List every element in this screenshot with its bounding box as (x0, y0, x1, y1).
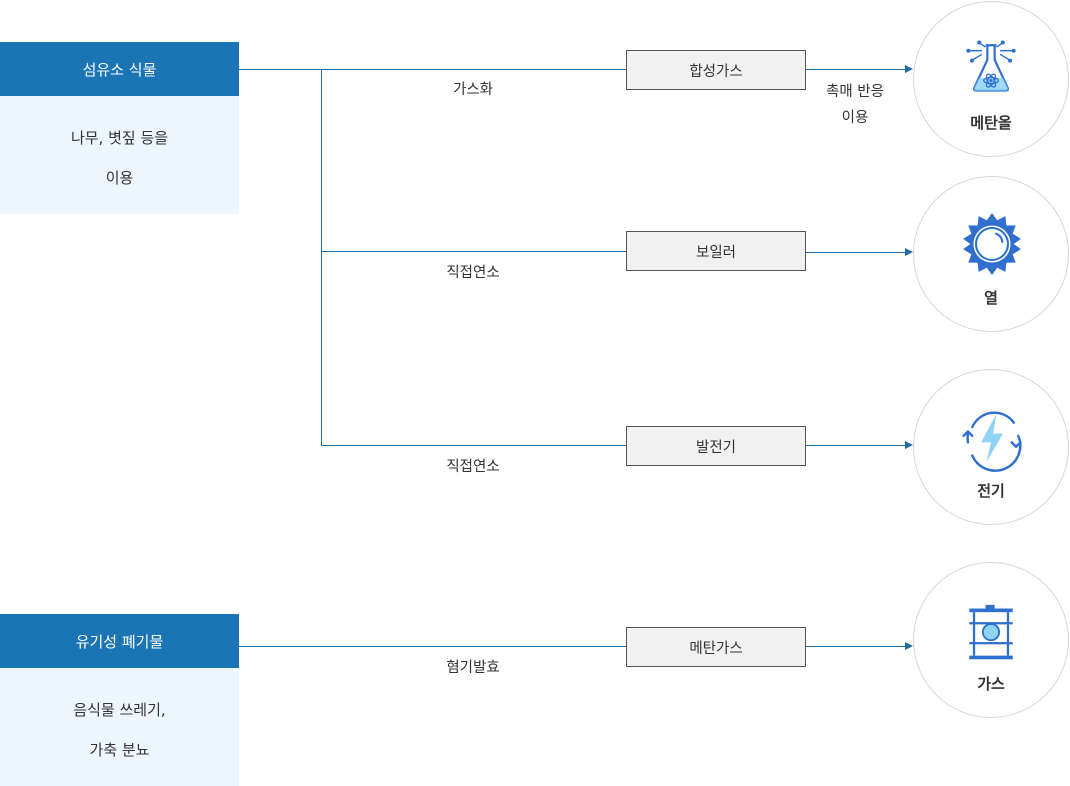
edge-label-direct-combustion: 직접연소 (446, 459, 500, 475)
source-description-line: 이용 (105, 169, 134, 187)
arrow-line-to-gas (806, 646, 906, 647)
connector-line-boiler (321, 251, 627, 252)
source-header-cellulose-plants: 섬유소 식물 (0, 42, 239, 96)
gas-barrel-icon (969, 604, 1013, 660)
lightning-cycle-icon (962, 411, 1022, 472)
product-circle-electricity: 전기 (913, 369, 1069, 525)
process-box-methane-gas: 메탄가스 (626, 627, 806, 667)
source-title: 유기성 폐기물 (75, 632, 164, 651)
arrow-head-icon (905, 441, 913, 449)
source-header-organic-waste: 유기성 폐기물 (0, 614, 239, 668)
product-label: 메탄올 (970, 114, 1012, 132)
source-description-line: 나무, 볏짚 등을 (70, 129, 169, 147)
arrow-head-icon (905, 65, 913, 73)
process-label: 합성가스 (689, 63, 743, 80)
edge-label-anaerobic-fermentation: 혐기발효 (446, 660, 500, 676)
process-box-boiler: 보일러 (626, 231, 806, 271)
product-circle-gas: 가스 (913, 562, 1069, 718)
connector-line-vertical-branch (321, 69, 322, 446)
sun-heat-icon (963, 213, 1021, 275)
process-label: 메탄가스 (689, 640, 743, 657)
arrow-line-to-methanol (806, 69, 906, 70)
source-description-organic-waste: 음식물 쓰레기, 가축 분뇨 (0, 668, 239, 786)
arrow-head-icon (905, 248, 913, 256)
product-label: 열 (984, 289, 998, 307)
connector-line-anaerobic (239, 646, 627, 647)
edge-label-direct-combustion: 직접연소 (446, 265, 500, 281)
source-description-cellulose-plants: 나무, 볏짚 등을 이용 (0, 96, 239, 214)
process-label: 보일러 (695, 244, 737, 261)
source-description-line: 음식물 쓰레기, (73, 701, 166, 719)
product-circle-methanol: 메탄올 (913, 1, 1069, 157)
arrow-line-to-heat (806, 252, 906, 253)
product-label: 전기 (977, 482, 1005, 500)
flask-atom-icon (966, 40, 1016, 92)
connector-line-gasification (239, 69, 627, 70)
product-label: 가스 (977, 675, 1005, 693)
catalyst-label-line: 이용 (841, 110, 869, 126)
source-description-line: 가축 분뇨 (89, 741, 150, 759)
arrow-line-to-electricity (806, 445, 906, 446)
process-box-syngas: 합성가스 (626, 50, 806, 90)
process-box-generator: 발전기 (626, 426, 806, 466)
source-title: 섬유소 식물 (82, 60, 157, 79)
arrow-head-icon (905, 642, 913, 650)
edge-label-gasification: 가스화 (452, 82, 494, 98)
process-label: 발전기 (695, 439, 737, 456)
catalyst-label-line: 촉매 반응 (826, 84, 884, 100)
connector-line-generator (321, 445, 627, 446)
product-circle-heat: 열 (913, 176, 1069, 332)
